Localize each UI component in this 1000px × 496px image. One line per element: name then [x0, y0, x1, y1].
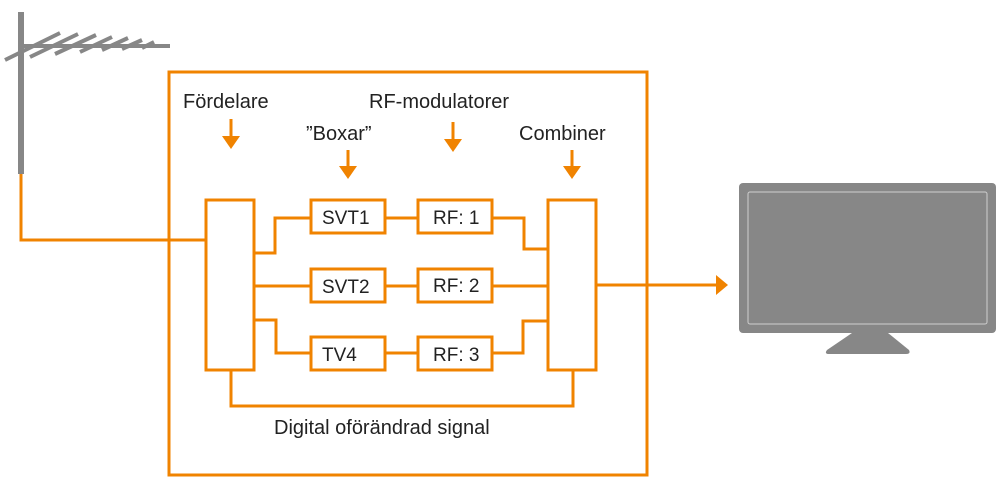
combiner-block	[546, 198, 598, 372]
combiner-arrow-icon	[563, 150, 581, 179]
tv-icon	[739, 183, 996, 354]
bypass-label: Digital oförändrad signal	[274, 417, 490, 439]
splitter-label: Fördelare	[183, 91, 269, 113]
output-arrow-icon	[716, 275, 728, 295]
modulators-label: RF-modulatorer	[369, 91, 509, 113]
modulator-label: RF: 3	[433, 345, 479, 366]
box-label: TV4	[322, 345, 357, 366]
boxes-arrow-icon	[339, 150, 357, 179]
box-label: SVT2	[322, 277, 370, 298]
box-label: SVT1	[322, 208, 370, 229]
modulator-label: RF: 2	[433, 276, 479, 297]
modulators-arrow-icon	[444, 122, 462, 152]
antenna-feed-line	[19, 174, 206, 242]
antenna-icon	[4, 12, 170, 174]
bypass-line	[229, 370, 575, 408]
boxes-label: ”Boxar”	[306, 123, 372, 145]
modulator-label: RF: 1	[433, 208, 479, 229]
splitter-arrow-icon	[222, 119, 240, 149]
channel-row-1: SVT1 RF: 1	[254, 198, 548, 255]
channel-row-3: TV4 RF: 3	[254, 318, 548, 372]
channel-row-2: SVT2 RF: 2	[254, 267, 548, 304]
combiner-label: Combiner	[519, 123, 606, 145]
headend-enclosure	[167, 70, 649, 477]
splitter-block	[204, 198, 256, 372]
